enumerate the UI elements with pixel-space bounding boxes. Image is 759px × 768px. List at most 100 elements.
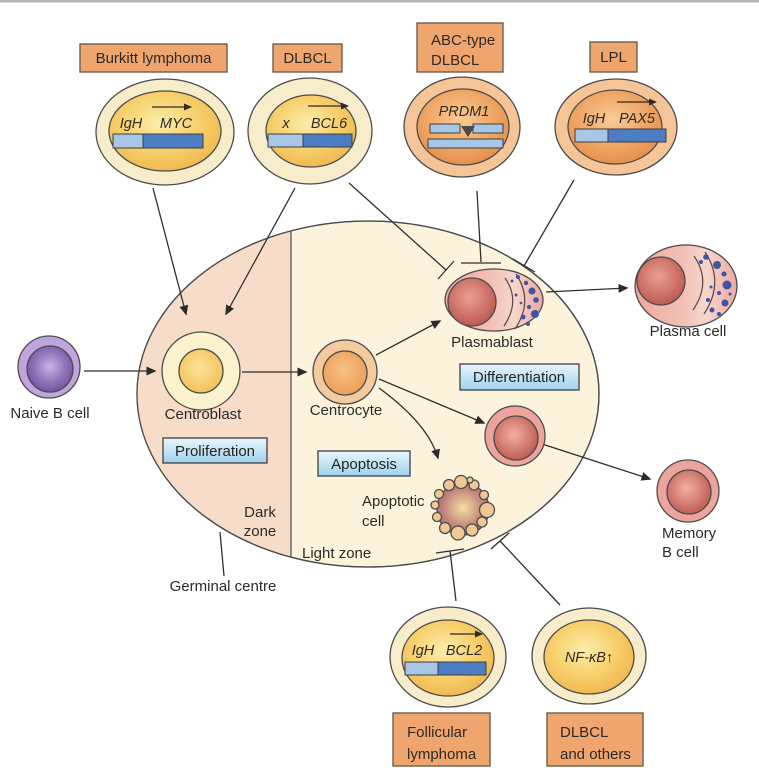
apoptotic-cell-label-line1: Apoptotic [362,493,425,510]
burkitt-lymphoma-box [79,43,228,73]
igh-bcl2-bar-dark [437,661,487,676]
x-partner-gene-label: x [281,116,290,132]
plasma-cell-nucleus [636,256,686,306]
arrow-myc-to-centroblast [152,187,189,316]
lpl-group: LPL IgH PAX5 [554,41,678,176]
connectors [84,179,652,606]
process-boxes: Proliferation Apoptosis Differentiation [162,363,580,477]
centroblast-label: Centroblast [165,406,243,423]
abc-dlbcl-group: ABC-type DLBCL PRDM1 [403,22,521,178]
pax5-cell-nucleus [567,89,663,165]
naive-b-cell: Naive B cell [10,335,90,422]
apoptotic-blebs [430,474,496,541]
deletion-triangle-icon [461,126,475,137]
follicular-lymphoma-box-label-line2: lymphoma [407,746,477,763]
arrow-centrocyte-to-plasmablast [375,320,442,356]
centrocyte-label: Centrocyte [310,402,383,419]
centrocyte-nucleus [322,350,368,396]
burkitt-lymphoma-group: Burkitt lymphoma IgH MYC [79,43,235,186]
bcl2-gene-label: BCL2 [446,643,482,659]
dlbcl-box [272,43,343,73]
lpl-box-label: LPL [600,49,627,66]
plasmablast-er-arc [503,277,514,327]
plasmablast-nucleus [447,277,497,327]
memory-b-cell: Memory B cell [656,459,720,561]
inhibition-bcl6-on-plasmablast [348,182,455,280]
igh-gene-label: IgH [583,111,606,127]
dlbcl-group: DLBCL x BCL6 [247,43,373,185]
dlbcl-box-label: DLBCL [283,50,331,67]
bcl6-cell-nucleus [265,94,357,168]
abc-dlbcl-box-label-line2: DLBCL [431,52,479,69]
dlbcl-others-box-label-line1: DLBCL [560,724,608,741]
abc-dlbcl-box [416,22,504,73]
dlbcl-others-box-label-line2: and others [560,746,631,763]
arrow-bcl6-to-centroblast [225,187,296,316]
pax5-gene-label: PAX5 [619,111,656,127]
inhibition-prdm1-on-plasmablast [461,190,501,264]
igh-pax5-bar-dark [607,128,667,143]
naive-b-cell-nucleus [26,345,74,393]
naive-b-cell-label: Naive B cell [10,405,89,422]
prdm1-bar-bottom [427,138,504,149]
centroblast-cell: Centroblast [161,331,243,423]
apoptosis-label: Apoptosis [331,456,397,473]
apoptosis-box [317,450,411,477]
follicular-lymphoma-box [392,712,491,767]
proliferation-box [162,437,268,464]
differentiating-b-cell [484,405,546,467]
arrow-centrocyte-to-apoptotic-cell [378,387,440,460]
dlbcl-others-box [546,712,644,767]
inhibition-nfkb-on-apoptosis [490,532,561,606]
burkitt-lymphoma-box-label: Burkitt lymphoma [96,50,213,67]
bcl6-gene-label: BCL6 [311,116,348,132]
memory-b-cell-nucleus [666,469,712,515]
plasma-cell-label: Plasma cell [650,323,727,340]
plasmablast-cell: Plasmablast [444,268,544,351]
igh-pax5-bar-light [574,128,609,143]
apoptotic-cell: Apoptotic cell [362,474,496,541]
arrow-to-memory-b-cell [541,443,652,481]
zone-labels: Dark zone Light zone Germinal centre [170,504,372,595]
igh-myc-bar-light [112,133,144,149]
dark-zone-label-line1: Dark [244,504,276,521]
arrow-plasmablast-to-plasma-cell [545,283,629,293]
follicular-lymphoma-box-label-line1: Follicular [407,724,467,741]
light-zone-label: Light zone [302,545,371,562]
centroblast-nucleus [178,348,224,394]
inhibition-bcl2-on-apoptosis [435,548,465,602]
differentiation-box [459,363,580,391]
nfkb-label: NF-κB↑ [565,650,613,666]
x-bcl6-bar-light [267,133,304,148]
top-rule [0,0,759,3]
prdm1-bar-right [472,123,504,134]
differentiating-b-cell-nucleus [493,415,539,461]
prdm1-bar-left [429,123,461,134]
centrocyte-cell: Centrocyte [310,339,383,419]
abc-dlbcl-box-label-line1: ABC-type [431,32,495,49]
plasma-cell-secretory-dots [699,254,732,316]
myc-gene-label: MYC [160,116,193,132]
memory-b-cell-label-line1: Memory [662,525,717,542]
igh-bcl2-bar-light [404,661,439,676]
plasmablast-label: Plasmablast [451,334,534,351]
plasma-cell-er-arc [692,255,704,311]
x-bcl6-bar-dark [302,133,353,148]
plasmablast-secretory-dots [510,275,539,326]
bcl2-cell-nucleus [401,619,495,697]
igh-gene-label: IgH [412,643,435,659]
proliferation-label: Proliferation [175,443,255,460]
igh-gene-label: IgH [120,116,143,132]
germinal-centre-pointer-line [219,531,225,577]
nfkb-group: NF-κB↑ DLBCL and others [531,607,647,767]
germinal-centre-outline [136,220,600,568]
arrow-centrocyte-to-differentiating-cell [378,378,486,424]
prdm1-gene-label: PRDM1 [439,104,490,120]
inhibition-pax5-on-plasmablast [512,179,575,273]
memory-b-cell-label-line2: B cell [662,544,699,561]
apoptotic-cell-label-line2: cell [362,513,385,530]
myc-cell-nucleus [108,90,222,172]
differentiation-label: Differentiation [473,369,565,386]
plasma-cell: Plasma cell [634,244,738,340]
